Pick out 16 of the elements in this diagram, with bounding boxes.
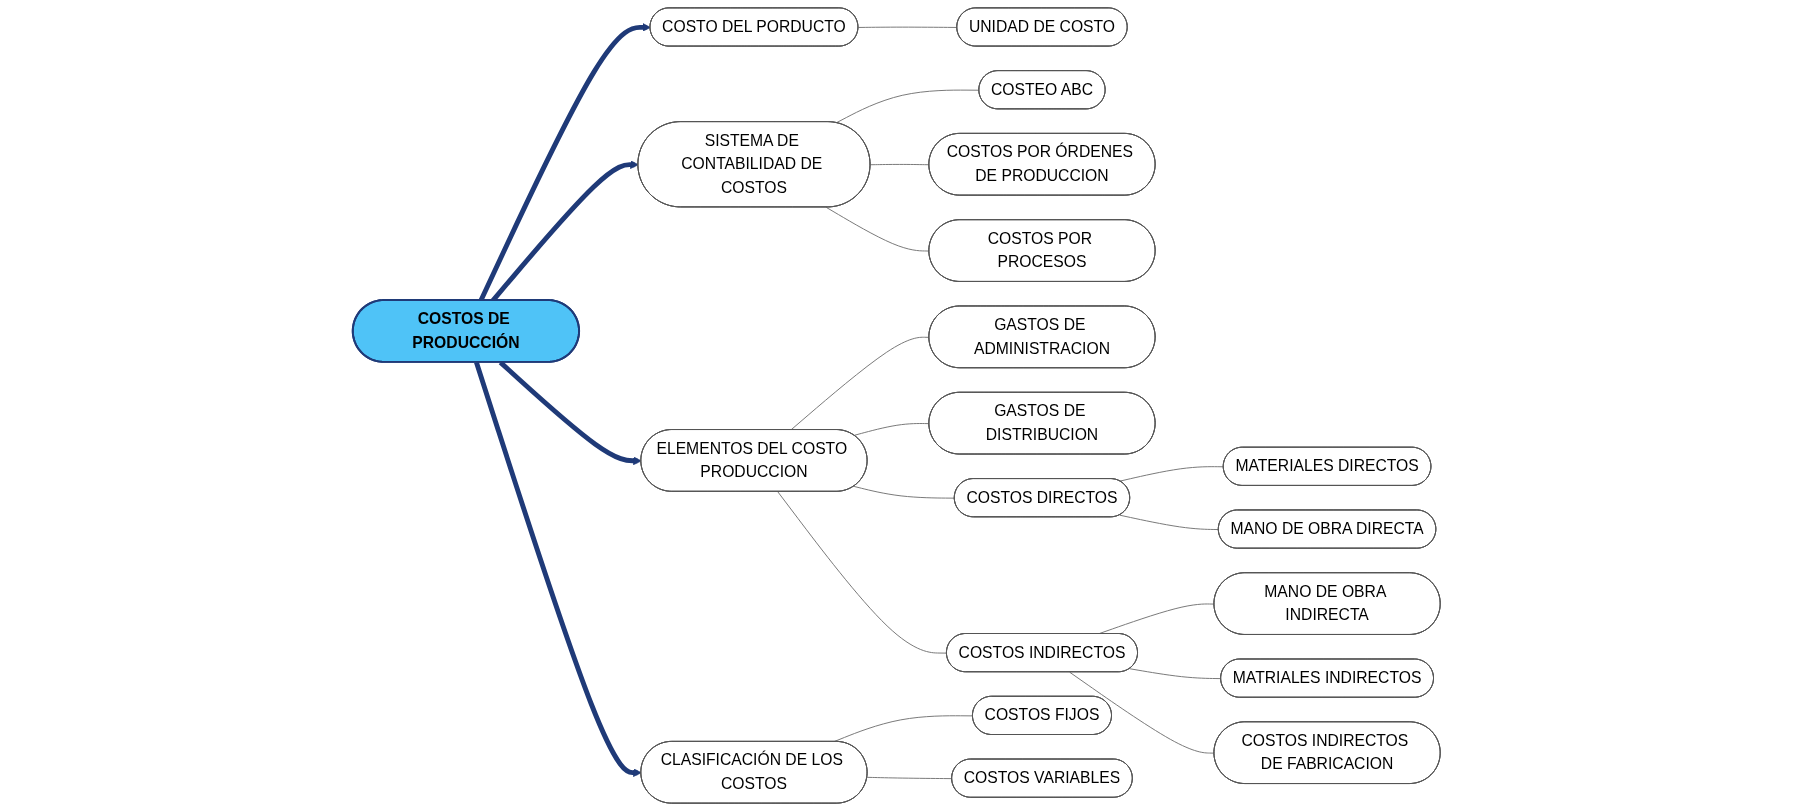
connector	[870, 163, 930, 166]
connector	[1129, 668, 1222, 680]
arrow	[474, 361, 642, 777]
arrow	[498, 360, 642, 466]
connector	[1069, 671, 1215, 754]
connector	[853, 423, 930, 436]
connector	[777, 491, 948, 654]
connector	[825, 206, 930, 252]
connector	[1119, 466, 1225, 482]
connector	[1119, 514, 1220, 531]
connector	[835, 89, 980, 124]
connector	[857, 26, 958, 28]
connector	[853, 485, 956, 499]
connector	[790, 336, 930, 431]
arrow	[478, 23, 651, 302]
connector	[866, 776, 953, 780]
